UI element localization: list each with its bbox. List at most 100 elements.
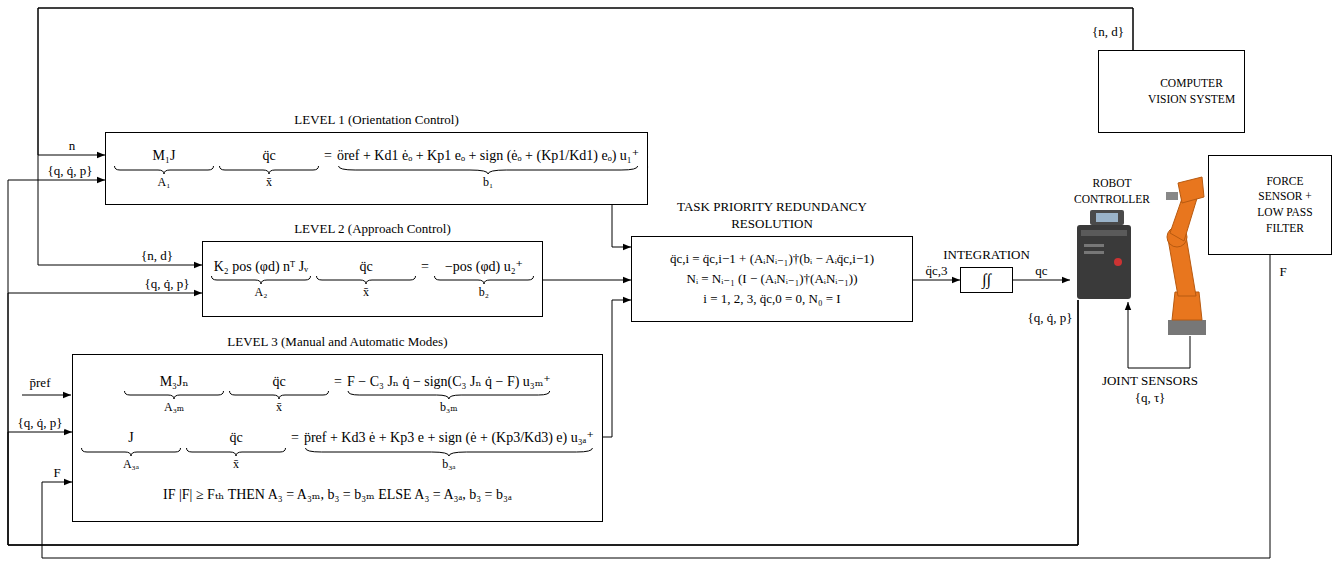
equation-row: FORCE SENSOR + LOW PASS FILTER	[1245, 174, 1325, 236]
cabinet-strip	[1081, 230, 1127, 236]
equation-term: p̈ref + Kd3 ė + Kp3 e + sign (ė + (Kp3/K…	[304, 429, 594, 447]
underbrace	[304, 448, 594, 456]
signal-connector	[1013, 280, 1070, 281]
signal-label: {n, d}	[1090, 25, 1126, 39]
underbrace-group: q̈c x̄	[186, 429, 286, 472]
underbrace-group: M₃JₙA₃ₘ	[124, 373, 224, 416]
underbrace-stroke	[338, 166, 637, 174]
equation-term: q̈c	[229, 429, 242, 447]
equation-term: q̈c	[359, 258, 372, 276]
cabinet-switch	[1114, 258, 1122, 266]
underbrace	[434, 276, 534, 284]
cabinet-vent	[1084, 244, 1104, 247]
equation-term: F − C₃ Jₙ q̇ − sign(C₃ Jₙ q̇ − F) u₃ₘ⁺	[347, 373, 551, 391]
level-box: LEVEL 2 (Approach Control)K₂ pos (φd) nᵀ…	[202, 241, 543, 317]
connector-group	[8, 8, 1270, 558]
underbrace-label: b₃ₐ	[442, 457, 455, 472]
force-sensor-box: FORCE SENSOR + LOW PASS FILTER	[1208, 155, 1332, 255]
robot-controller-illustration	[1077, 210, 1131, 299]
connector-label: F	[51, 466, 62, 480]
underbrace-stroke	[230, 391, 329, 399]
equation-term: öref + Kd1 ėₒ + Kp1 eₒ + sign (ėₒ + (Kp1…	[337, 147, 639, 165]
underbrace-label: x̄	[266, 175, 272, 190]
underbrace-group: öref + Kd1 ėₒ + Kp1 eₒ + sign (ėₒ + (Kp1…	[337, 147, 639, 190]
underbrace-label: A₃ₘ	[164, 400, 184, 415]
equation-term: J	[128, 429, 133, 447]
signal-label: p̄ref	[28, 376, 53, 390]
underbrace	[114, 166, 214, 174]
equation-row: Nᵢ = Nᵢ₋₁ (I − (AᵢNᵢ₋₁)†(AᵢNᵢ₋₁))	[687, 271, 858, 287]
underbrace-group: J A₃ₐ	[81, 429, 181, 472]
equation-term: q̈c	[262, 147, 275, 165]
underbrace	[211, 276, 311, 284]
underbrace-stroke	[348, 391, 550, 399]
teach-pendant	[1090, 210, 1124, 225]
underbrace-group: −pos (φd) u₂⁺b₂	[434, 258, 534, 301]
equation-text: i = 1, 2, 3, q̈c,0 = 0, N₀ = I	[703, 291, 840, 307]
equation-text: Nᵢ = Nᵢ₋₁ (I − (AᵢNᵢ₋₁)†(AᵢNᵢ₋₁))	[687, 271, 858, 287]
redundancy-resolution-box: TASK PRIORITY REDUNDANCY RESOLUTIONq̈c,i…	[631, 236, 913, 322]
block-heading: LEVEL 1 (Orientation Control)	[294, 112, 459, 129]
robot-base	[1168, 320, 1206, 335]
underbrace-label: x̄	[233, 457, 239, 472]
equation-text: =	[421, 258, 429, 276]
vision-system-box: COMPUTER VISION SYSTEM	[1098, 50, 1245, 133]
equation-text: IF |F| ≥ Fₜₕ THEN A₃ = A₃ₘ, b₃ = b₃ₘ ELS…	[163, 486, 512, 504]
underbrace-group: p̈ref + Kd3 ė + Kp3 e + sign (ė + (Kp3/K…	[304, 429, 594, 472]
underbrace	[229, 391, 329, 399]
robot-flange	[1166, 192, 1178, 200]
underbrace-label: b₁	[483, 175, 493, 190]
box-label: FORCE SENSOR + LOW PASS FILTER	[1245, 174, 1325, 236]
signal-label: {q, τ}	[1133, 391, 1168, 405]
equation-row: K₂ pos (φd) nᵀ JᵥA₂q̈cx̄ = −pos (φd) u₂⁺b₂	[211, 258, 534, 301]
connector-label: {q, q̇, p}	[16, 416, 65, 430]
underbrace	[186, 448, 286, 456]
signal-connector	[8, 180, 1078, 545]
equation-row: ∫∫	[982, 270, 991, 290]
equation-text: =	[334, 373, 342, 391]
signal-connector	[8, 293, 1078, 545]
underbrace-stroke	[187, 448, 286, 456]
signal-connector	[603, 300, 631, 437]
block-heading: INTEGRATION	[943, 247, 1030, 264]
equation-row: IF |F| ≥ Fₜₕ THEN A₃ = A₃ₘ, b₃ = b₃ₘ ELS…	[163, 486, 512, 504]
underbrace-stroke	[115, 166, 214, 174]
signal-label: F	[1277, 265, 1288, 279]
equation-term: q̈c	[272, 373, 285, 391]
underbrace-stroke	[305, 448, 592, 456]
underbrace-group: M₁JA₁	[114, 147, 214, 190]
underbrace-label: A₁	[158, 175, 171, 190]
connector-label: {q, q̇, p}	[46, 164, 95, 178]
equation-text: =	[291, 429, 299, 447]
underbrace-label: A₃ₐ	[123, 457, 139, 472]
equation-term: −pos (φd) u₂⁺	[445, 258, 523, 276]
signal-connector	[543, 280, 631, 281]
level-box: LEVEL 3 (Manual and Automatic Modes)M₃Jₙ…	[72, 354, 603, 522]
underbrace-label: x̄	[276, 400, 282, 415]
signal-label: JOINT SENSORS	[1100, 374, 1200, 388]
equation-row: M₁JA₁ q̈c x̄ = öref + Kd1 ėₒ + Kp1 eₒ + sign…	[114, 147, 639, 190]
integrator-box: INTEGRATION∫∫	[960, 267, 1013, 293]
box-label: COMPUTER VISION SYSTEM	[1148, 76, 1236, 107]
underbrace	[347, 391, 551, 399]
equation-text: =	[324, 147, 332, 165]
box-label: ROBOT CONTROLLER	[1070, 176, 1154, 207]
signal-connector	[913, 280, 960, 281]
equation-row: COMPUTER VISION SYSTEM	[1148, 76, 1236, 107]
connector-label: qc	[1033, 264, 1049, 278]
underbrace-group: q̈cx̄	[316, 258, 416, 301]
underbrace-stroke	[317, 276, 416, 284]
underbrace-group: K₂ pos (φd) nᵀ JᵥA₂	[211, 258, 311, 301]
underbrace-stroke	[125, 391, 224, 399]
underbrace	[316, 276, 416, 284]
equation-term: M₃Jₙ	[160, 373, 189, 391]
equation-row: ROBOT CONTROLLER	[1070, 176, 1154, 207]
equation-text: q̈c,i = q̈c,i−1 + (AᵢNᵢ₋₁)†(bᵢ − Aᵢq̈c,i…	[670, 251, 874, 267]
equation-row: i = 1, 2, 3, q̈c,0 = 0, N₀ = I	[703, 291, 840, 307]
underbrace-stroke	[82, 448, 181, 456]
cabinet-vent	[1084, 251, 1104, 254]
signal-label: {q, q̇, p}	[1026, 311, 1075, 325]
underbrace	[124, 391, 224, 399]
connector-label: {q, q̇, p}	[143, 277, 192, 291]
robot-arm-illustration	[1166, 177, 1206, 335]
